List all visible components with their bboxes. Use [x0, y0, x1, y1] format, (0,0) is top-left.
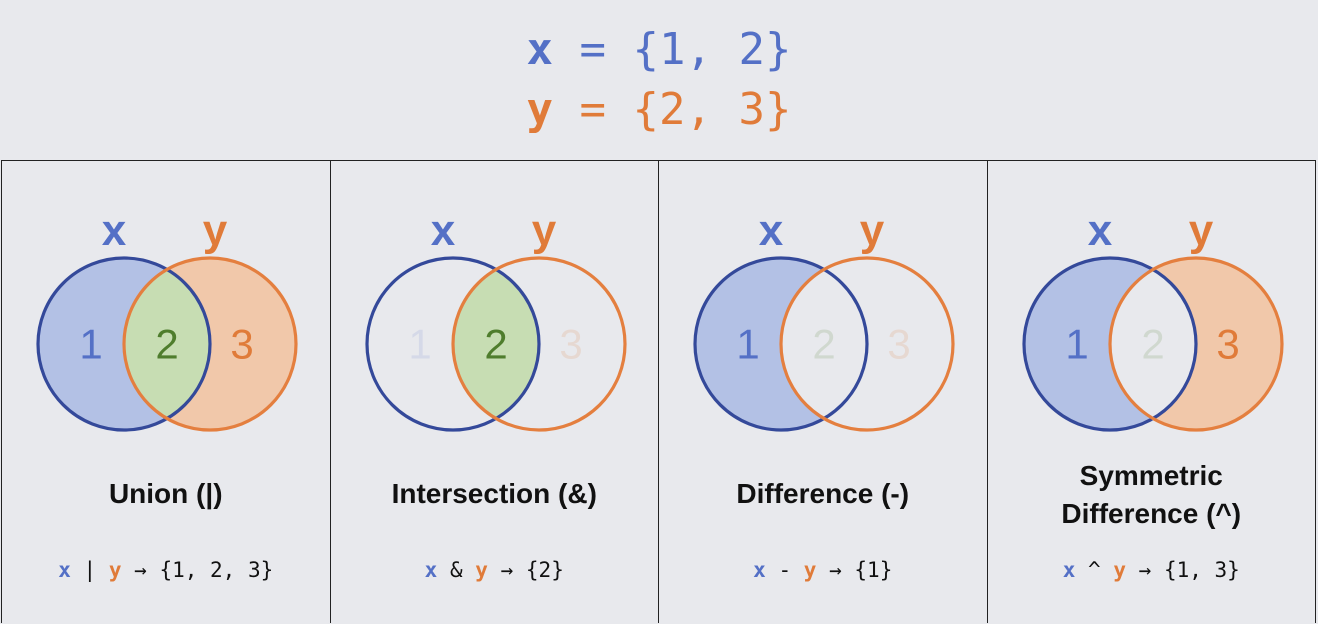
region-left-value: 1: [79, 321, 102, 368]
region-right-value: 3: [559, 321, 582, 368]
x-def-name: x: [526, 24, 554, 75]
overlap-region: [124, 258, 210, 430]
region-middle-value: 2: [812, 321, 835, 368]
expr-x: x: [58, 558, 71, 582]
operation-name: Union (|): [2, 476, 330, 512]
y-def-set: {2, 3}: [632, 84, 792, 135]
expr-operator: ^: [1088, 558, 1101, 582]
expr-y: y: [1113, 558, 1126, 582]
operation-expression: x | y → {1, 2, 3}: [2, 558, 330, 582]
arrow-icon: →: [829, 558, 842, 582]
operation-name-line: Intersection (&): [391, 478, 597, 509]
venn-diagram: x y 1 2 3: [1021, 206, 1284, 432]
region-middle-value: 2: [484, 321, 507, 368]
region-left-value: 1: [1065, 321, 1088, 368]
operation-expression: x ^ y → {1, 3}: [988, 558, 1316, 582]
region-right-value: 3: [1216, 321, 1239, 368]
operation-name: Intersection (&): [331, 476, 659, 512]
y-set-circle: [450, 256, 627, 432]
expr-result: {1, 2, 3}: [159, 558, 274, 582]
x-set-circle: [364, 256, 541, 432]
operation-name: Difference (-): [659, 476, 987, 512]
expr-x: x: [753, 558, 766, 582]
y-definition: y = {2, 3}: [0, 85, 1318, 135]
y-def-equals: =: [579, 84, 607, 135]
operation-name-line: Difference (-): [736, 478, 910, 509]
arrow-icon: →: [134, 558, 147, 582]
venn-diagram: x y 1 2 3: [364, 206, 627, 432]
x-definition: x = {1, 2}: [0, 25, 1318, 75]
expr-y: y: [803, 558, 817, 582]
y-def-name: y: [526, 84, 554, 135]
x-def-set: {1, 2}: [632, 24, 792, 75]
region-left-value: 1: [736, 321, 759, 368]
venn-diagram: x y 1 2 3: [693, 206, 955, 432]
x-set-circle: [693, 256, 869, 432]
x-set-label: x: [430, 206, 455, 255]
arrow-icon: →: [500, 558, 514, 582]
overlap-region: [452, 258, 539, 430]
expr-x: x: [424, 558, 438, 582]
region-middle-value: 2: [1141, 321, 1164, 368]
region-right-value: 3: [230, 321, 253, 368]
x-set-label: x: [1087, 206, 1112, 255]
region-middle-value: 2: [155, 321, 178, 368]
expr-y: y: [475, 558, 488, 582]
operation-name-line: Union (|): [108, 478, 223, 509]
y-set-label: y: [203, 206, 228, 255]
expr-y: y: [108, 558, 122, 582]
expr-x: x: [1062, 558, 1076, 582]
expr-result: {1}: [854, 558, 893, 582]
x-set-label: x: [759, 206, 784, 255]
y-set-label: y: [531, 206, 556, 255]
expr-operator: |: [83, 558, 97, 582]
operation-expression: x - y → {1}: [659, 558, 987, 582]
expr-operator: -: [778, 558, 792, 582]
region-right-value: 3: [887, 321, 910, 368]
set-definitions: x = {1, 2} y = {2, 3}: [0, 0, 1318, 160]
operation-name-line: Difference (^): [1061, 498, 1242, 529]
y-set-circle: [1107, 256, 1284, 432]
x-set-circle: [1021, 256, 1198, 432]
y-set-circle: [122, 256, 298, 432]
y-set-label: y: [860, 206, 885, 255]
expr-result: {2}: [525, 558, 564, 582]
venn-diagram: x y 1 2 3: [36, 206, 298, 432]
operation-expression: x & y → {2}: [331, 558, 659, 582]
arrow-icon: →: [1138, 558, 1152, 582]
x-def-equals: =: [579, 24, 607, 75]
y-set-circle: [779, 256, 955, 432]
x-set-circle: [36, 256, 212, 432]
x-set-label: x: [102, 206, 127, 255]
expr-result: {1, 3}: [1163, 558, 1240, 582]
y-set-label: y: [1188, 206, 1213, 255]
operation-name-line: Symmetric: [1079, 460, 1223, 491]
expr-operator: &: [449, 558, 463, 582]
region-left-value: 1: [408, 321, 431, 368]
